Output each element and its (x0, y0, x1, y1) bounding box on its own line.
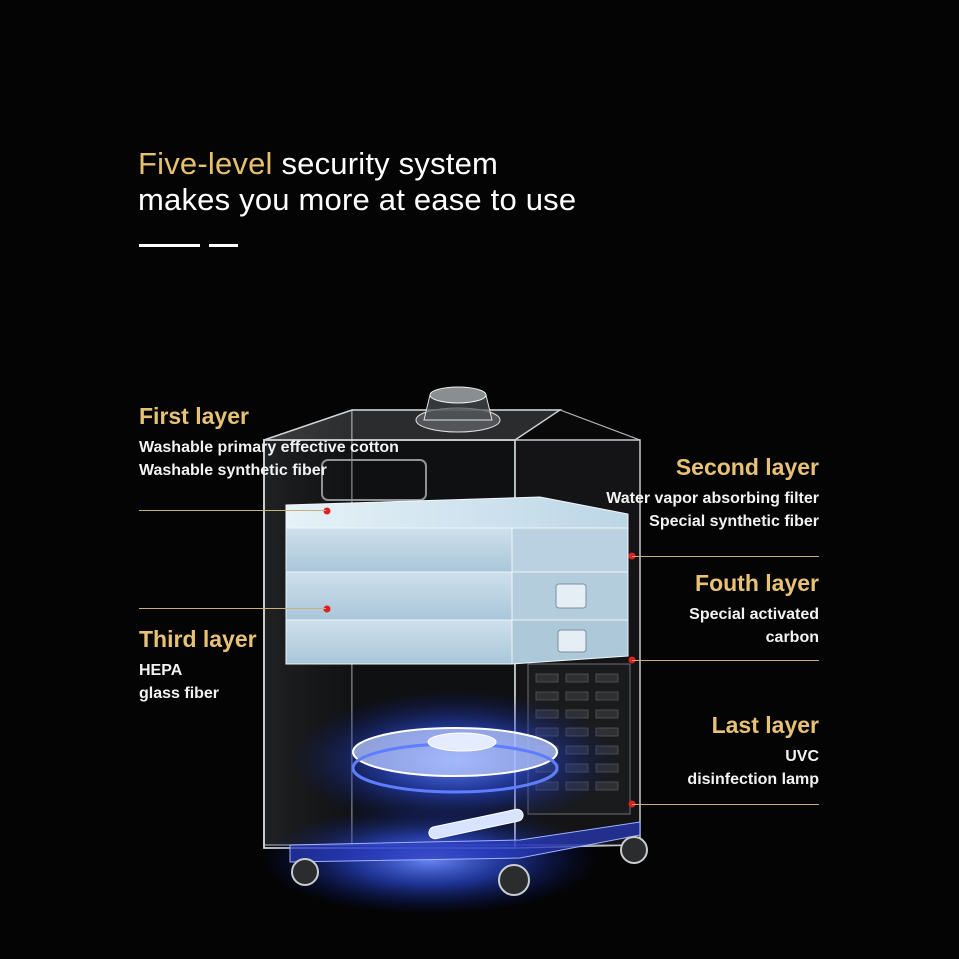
leader-fourth-layer (632, 660, 819, 661)
decor-dash-short (209, 244, 238, 247)
filter-stack (285, 496, 629, 665)
headline: Five-level security system makes you mor… (138, 146, 576, 218)
second-layer-desc-1: Water vapor absorbing filter (606, 490, 819, 507)
marker-first-layer (323, 507, 331, 515)
label-first-layer: First layer Washable primary effective c… (139, 402, 399, 482)
headline-line-2: makes you more at ease to use (138, 182, 577, 217)
fourth-layer-desc-2: carbon (765, 629, 819, 646)
first-layer-desc-2: Washable synthetic fiber (139, 462, 327, 479)
third-layer-title: Third layer (139, 626, 257, 652)
uv-fan-disc (290, 690, 620, 830)
last-layer-title: Last layer (711, 712, 819, 738)
marker-third-layer (323, 605, 331, 613)
third-layer-desc-2: glass fiber (139, 685, 220, 702)
label-fourth-layer: Fouth layer Special activated carbon (689, 569, 819, 649)
decor-dash-long (139, 244, 200, 247)
first-layer-title: First layer (139, 403, 249, 429)
fourth-layer-title: Fouth layer (695, 570, 819, 596)
leader-third-layer (139, 608, 326, 609)
headline-accent: Five-level (138, 146, 273, 181)
first-layer-desc-1: Washable primary effective cotton (139, 439, 399, 456)
headline-line-1-rest: security system (272, 146, 499, 181)
headline-line-1: Five-level security system (138, 146, 576, 182)
leader-last-layer (632, 804, 819, 805)
last-layer-desc-2: disinfection lamp (687, 771, 819, 788)
second-layer-desc-2: Special synthetic fiber (649, 513, 819, 530)
last-layer-desc-1: UVC (785, 748, 819, 765)
label-second-layer: Second layer Water vapor absorbing filte… (606, 453, 819, 533)
wheels (291, 836, 648, 896)
third-layer-desc-1: HEPA (139, 662, 183, 679)
fourth-layer-desc-1: Special activated (689, 606, 819, 623)
second-layer-title: Second layer (675, 454, 819, 480)
label-last-layer: Last layer UVC disinfection lamp (687, 711, 819, 791)
leader-first-layer (139, 510, 326, 511)
label-third-layer: Third layer HEPA glass fiber (139, 625, 257, 705)
leader-second-layer (632, 556, 819, 557)
